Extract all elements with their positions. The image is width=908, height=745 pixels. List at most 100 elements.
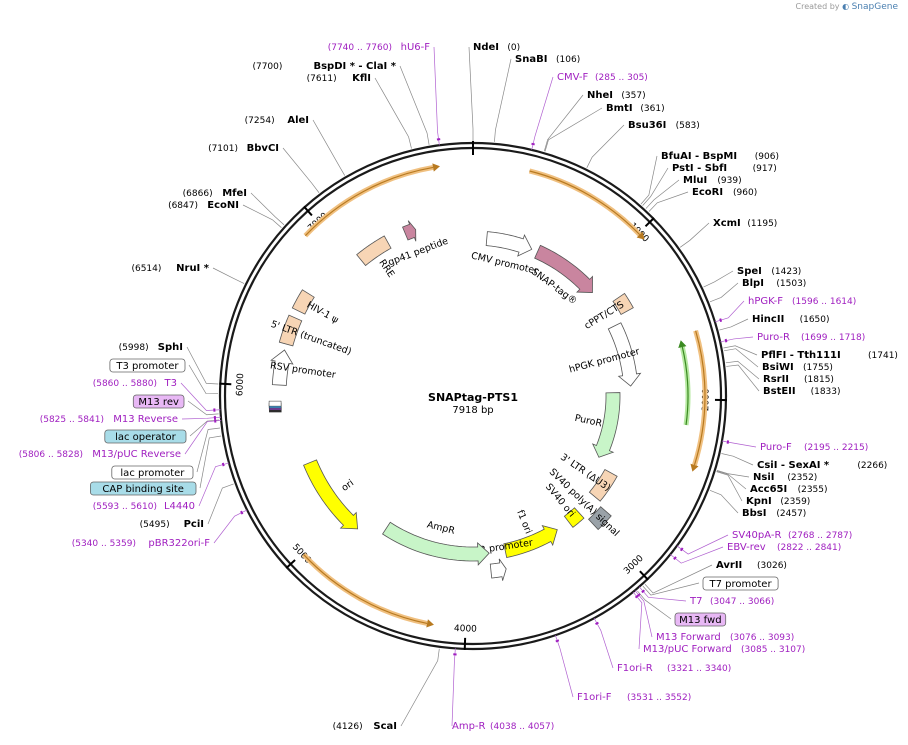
feature-hiv-1[interactable] bbox=[291, 289, 315, 315]
box-label-m13-rev[interactable] bbox=[132, 394, 185, 409]
enzyme-bbvci[interactable]: BbvCI bbox=[247, 143, 279, 154]
primer-binding-arc bbox=[528, 168, 642, 237]
coord-hu6-f: (7740 .. 7760) bbox=[328, 43, 392, 53]
coord-puro-f: (2195 .. 2215) bbox=[804, 443, 868, 453]
leader-line bbox=[645, 179, 680, 209]
primer-m13-puc-forward[interactable]: M13/pUC Forward bbox=[643, 644, 732, 655]
coord-pflfi-tth111i: (1741) bbox=[868, 351, 898, 361]
enzyme-xcmi[interactable]: XcmI bbox=[713, 218, 741, 229]
primer-sv40pa-r[interactable]: SV40pA-R bbox=[732, 530, 781, 541]
feature-label-ori: ori bbox=[340, 478, 356, 494]
leader-line bbox=[721, 453, 754, 466]
coord-xcmi: (1195) bbox=[747, 219, 777, 229]
feature-ori[interactable] bbox=[303, 459, 359, 530]
primer-t3[interactable]: T3 bbox=[164, 378, 177, 389]
feature-f1-ori[interactable] bbox=[503, 524, 558, 559]
feature-sv40-ori[interactable] bbox=[563, 507, 585, 528]
coord-bfuai-bspmi: (906) bbox=[755, 152, 779, 162]
leader-line bbox=[670, 546, 724, 564]
primer-pbr322ori-f[interactable]: pBR322ori-F bbox=[148, 538, 210, 549]
enzyme-avrii[interactable]: AvrII bbox=[716, 560, 742, 571]
primer-m13-puc-reverse[interactable]: M13/pUC Reverse bbox=[92, 449, 181, 460]
enzyme-bspdi-clai[interactable]: BspDI * - ClaI * bbox=[313, 61, 396, 72]
primer-m13-reverse[interactable]: M13 Reverse bbox=[113, 414, 178, 425]
enzyme-mfei[interactable]: MfeI bbox=[222, 188, 247, 199]
primer-t7[interactable]: T7 bbox=[689, 596, 702, 607]
leader-line bbox=[555, 635, 574, 698]
primer-hpgk-f[interactable]: hPGK-F bbox=[748, 296, 783, 307]
enzyme-spei[interactable]: SpeI bbox=[737, 266, 762, 277]
box-label-lac-operator[interactable] bbox=[104, 429, 187, 444]
enzyme-econi[interactable]: EcoNI bbox=[207, 200, 239, 211]
enzyme-bsu36i[interactable]: Bsu36I bbox=[628, 120, 666, 131]
enzyme-blpi[interactable]: BlpI bbox=[742, 278, 764, 289]
primer-l4440[interactable]: L4440 bbox=[164, 501, 195, 512]
leader-line bbox=[703, 270, 734, 288]
box-label-text-lac-operator: lac operator bbox=[115, 432, 176, 443]
box-label-t3-promoter[interactable] bbox=[109, 358, 186, 373]
enzyme-kpni[interactable]: KpnI bbox=[746, 496, 772, 507]
feature-ampr[interactable] bbox=[382, 521, 490, 566]
enzyme-alei[interactable]: AleI bbox=[287, 115, 309, 126]
enzyme-sphi[interactable]: SphI bbox=[158, 342, 183, 353]
enzyme-rsrii[interactable]: RsrII bbox=[763, 374, 789, 385]
primer-f1ori-f[interactable]: F1ori-F bbox=[577, 692, 612, 703]
feature-sv40-poly-a-signal[interactable] bbox=[588, 506, 612, 531]
primer-hu6-f[interactable]: hU6-F bbox=[401, 42, 431, 53]
enzyme-mlui[interactable]: MluI bbox=[683, 175, 707, 186]
enzyme-bbsi[interactable]: BbsI bbox=[742, 508, 766, 519]
primer-cmv-f[interactable]: CMV-F bbox=[557, 72, 588, 83]
enzyme-psti-sbfi[interactable]: PstI - SbfI bbox=[672, 163, 727, 174]
leader-line bbox=[213, 509, 248, 544]
leader-line bbox=[181, 416, 221, 420]
primer-site-mark bbox=[634, 594, 639, 599]
enzyme-nrui[interactable]: NruI * bbox=[176, 263, 210, 274]
enzyme-bsiwi[interactable]: BsiWI bbox=[762, 362, 794, 373]
enzyme-snabi[interactable]: SnaBI bbox=[515, 54, 547, 65]
enzyme-csii-sexai[interactable]: CsiI - SexAI * bbox=[757, 460, 830, 471]
box-label-t7-promoter[interactable] bbox=[702, 576, 779, 591]
primer-amp-r[interactable]: Amp-R bbox=[452, 721, 486, 732]
feature-puror[interactable] bbox=[591, 392, 621, 458]
coord-scai: (4126) bbox=[333, 722, 363, 732]
enzyme-scai[interactable]: ScaI bbox=[373, 721, 397, 732]
feature-gp41-peptide[interactable] bbox=[402, 220, 417, 242]
label-leader-lines bbox=[180, 46, 760, 727]
feature-rsv-promoter[interactable] bbox=[270, 349, 294, 386]
enzyme-acc65i[interactable]: Acc65I bbox=[750, 484, 787, 495]
feature-hpgk-promoter[interactable] bbox=[607, 322, 642, 387]
primer-puro-r[interactable]: Puro-R bbox=[757, 332, 790, 343]
enzyme-hincii[interactable]: HincII bbox=[752, 314, 784, 325]
box-label-lac-promoter[interactable] bbox=[111, 465, 194, 480]
enzyme-bfuai-bspmi[interactable]: BfuAI - BspMI bbox=[661, 151, 737, 162]
leader-line bbox=[679, 222, 710, 248]
feature-3-ltr-u3[interactable] bbox=[588, 468, 618, 502]
primer-site-mark bbox=[726, 440, 730, 444]
feature-ampr-promoter[interactable] bbox=[489, 558, 507, 581]
coord-nrui: (6514) bbox=[131, 264, 161, 274]
enzyme-kfli[interactable]: KflI bbox=[352, 73, 371, 84]
enzyme-nsii[interactable]: NsiI bbox=[753, 472, 774, 483]
enzyme-pcii[interactable]: PciI bbox=[184, 519, 204, 530]
coord-m13-forward: (3076 .. 3093) bbox=[730, 633, 794, 643]
enzyme-ecori[interactable]: EcoRI bbox=[692, 187, 723, 198]
primer-site-mark bbox=[531, 142, 535, 146]
enzyme-bmti[interactable]: BmtI bbox=[606, 103, 633, 114]
feature-cppt-cts[interactable] bbox=[612, 292, 634, 316]
primer-m13-forward[interactable]: M13 Forward bbox=[656, 632, 721, 643]
primer-ebv-rev[interactable]: EBV-rev bbox=[727, 542, 766, 553]
primer-puro-f[interactable]: Puro-F bbox=[760, 442, 792, 453]
coord-t3: (5860 .. 5880) bbox=[93, 379, 157, 389]
feature-5-ltr-truncated[interactable] bbox=[278, 314, 303, 347]
feature-snap-tag[interactable] bbox=[534, 244, 593, 293]
box-label-text-cap-binding-site: CAP binding site bbox=[102, 484, 184, 495]
box-label-m13-fwd[interactable] bbox=[674, 612, 727, 627]
feature-rre[interactable] bbox=[356, 235, 392, 267]
enzyme-ndei[interactable]: NdeI bbox=[473, 42, 499, 53]
enzyme-bsteii[interactable]: BstEII bbox=[763, 386, 796, 397]
enzyme-pflfi-tth111i[interactable]: PflFI - Tth111I bbox=[761, 350, 841, 361]
enzyme-nhei[interactable]: NheI bbox=[587, 90, 613, 101]
feature-cmv-promoter[interactable] bbox=[485, 231, 533, 257]
primer-f1ori-r[interactable]: F1ori-R bbox=[617, 663, 653, 674]
box-label-cap-binding-site[interactable] bbox=[90, 481, 197, 496]
